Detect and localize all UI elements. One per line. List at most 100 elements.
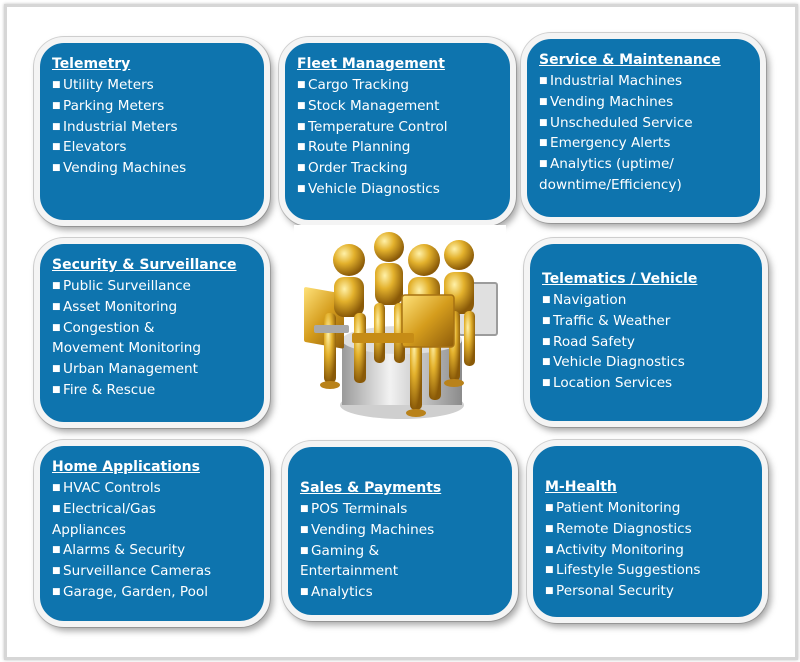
bullet-icon: ■: [52, 80, 61, 90]
list-item: ■Vending Machines: [52, 158, 256, 179]
bullet-icon: ■: [52, 121, 61, 132]
card-list: ■Patient Monitoring ■Remote Diagnostics …: [545, 498, 754, 602]
bullet-icon: ■: [52, 586, 61, 597]
card-security-surveillance: Security & Surveillance ■Public Surveill…: [34, 238, 270, 428]
list-item: ■Urban Management: [52, 359, 256, 380]
list-item: ■POS Terminals: [300, 499, 504, 520]
list-item: ■Cargo Tracking: [297, 75, 502, 96]
bullet-icon: ■: [52, 483, 61, 493]
gold-people-with-laptops-icon: [304, 232, 498, 419]
bullet-icon: ■: [297, 80, 306, 90]
list-item: ■Vehicle Diagnostics: [542, 352, 754, 373]
bullet-icon: ■: [297, 100, 306, 111]
bullet-icon: ■: [545, 565, 554, 576]
bullet-icon: ■: [297, 183, 306, 194]
bullet-icon: ■: [539, 138, 548, 149]
list-item: ■Industrial Meters: [52, 117, 256, 138]
list-item: ■Activity Monitoring: [545, 540, 754, 561]
bullet-icon: ■: [52, 301, 61, 312]
card-list: ■Cargo Tracking ■Stock Management ■Tempe…: [297, 75, 502, 200]
list-item: ■Gaming &Entertainment: [300, 541, 504, 583]
bullet-icon: ■: [300, 504, 309, 514]
list-item: ■Order Tracking: [297, 158, 502, 179]
list-item: ■Patient Monitoring: [545, 498, 754, 519]
card-title: Telematics / Vehicle: [542, 271, 698, 287]
bullet-icon: ■: [539, 159, 548, 170]
card-list: ■Navigation ■Traffic & Weather ■Road Saf…: [542, 290, 754, 394]
list-item: ■Unscheduled Service: [539, 113, 752, 134]
list-item-continuation: Entertainment: [300, 563, 399, 580]
card-telemetry: Telemetry ■Utility Meters ■Parking Meter…: [34, 37, 270, 226]
card-home-applications: Home Applications ■HVAC Controls ■Electr…: [34, 440, 270, 627]
bullet-icon: ■: [52, 545, 61, 556]
list-item: ■Emergency Alerts: [539, 133, 752, 154]
list-item: ■Alarms & Security: [52, 540, 256, 561]
card-title: M-Health: [545, 479, 617, 495]
card-m-health: M-Health ■Patient Monitoring ■Remote Dia…: [527, 440, 768, 623]
bullet-icon: ■: [542, 378, 551, 389]
bullet-icon: ■: [545, 503, 554, 513]
list-item: ■Congestion &Movement Monitoring: [52, 318, 256, 360]
list-item: ■Surveillance Cameras: [52, 561, 256, 582]
bullet-icon: ■: [52, 384, 61, 395]
bullet-icon: ■: [545, 523, 554, 534]
bullet-icon: ■: [52, 322, 61, 333]
list-item: ■Garage, Garden, Pool: [52, 582, 256, 603]
list-item-continuation: Movement Monitoring: [52, 340, 202, 357]
list-item: ■Vending Machines: [539, 92, 752, 113]
card-fleet-management: Fleet Management ■Cargo Tracking ■Stock …: [279, 37, 516, 226]
bullet-icon: ■: [542, 295, 551, 305]
list-item: ■HVAC Controls: [52, 478, 256, 499]
bullet-icon: ■: [300, 545, 309, 556]
list-item: ■Personal Security: [545, 581, 754, 602]
bullet-icon: ■: [542, 315, 551, 326]
list-item: ■Vehicle Diagnostics: [297, 179, 502, 200]
card-title: Service & Maintenance: [539, 52, 721, 68]
list-item: ■Route Planning: [297, 137, 502, 158]
list-item-continuation: downtime/Efficiency): [539, 176, 682, 193]
list-item: ■Location Services: [542, 373, 754, 394]
list-item: ■Navigation: [542, 290, 754, 311]
list-item: ■Asset Monitoring: [52, 297, 256, 318]
list-item: ■Stock Management: [297, 96, 502, 117]
card-telematics-vehicle: Telematics / Vehicle ■Navigation ■Traffi…: [524, 238, 768, 427]
bullet-icon: ■: [300, 587, 309, 598]
bullet-icon: ■: [52, 142, 61, 153]
bullet-icon: ■: [52, 281, 61, 291]
card-title: Security & Surveillance: [52, 257, 237, 273]
list-item: ■Traffic & Weather: [542, 311, 754, 332]
card-sales-payments: Sales & Payments ■POS Terminals ■Vending…: [282, 441, 518, 621]
list-item: ■Remote Diagnostics: [545, 519, 754, 540]
bullet-icon: ■: [297, 163, 306, 174]
list-item: ■Fire & Rescue: [52, 380, 256, 401]
list-item: ■Analytics (uptime/downtime/Efficiency): [539, 154, 752, 196]
card-title: Fleet Management: [297, 56, 445, 72]
list-item: ■Vending Machines: [300, 520, 504, 541]
card-list: ■Industrial Machines ■Vending Machines ■…: [539, 71, 752, 196]
bullet-icon: ■: [539, 96, 548, 107]
bullet-icon: ■: [542, 336, 551, 347]
bullet-icon: ■: [300, 524, 309, 535]
list-item: ■Analytics: [300, 582, 504, 603]
list-item: ■Lifestyle Suggestions: [545, 560, 754, 581]
bullet-icon: ■: [297, 121, 306, 132]
card-list: ■POS Terminals ■Vending Machines ■Gaming…: [300, 499, 504, 603]
card-title: Telemetry: [52, 56, 131, 72]
list-item: ■Public Surveillance: [52, 276, 256, 297]
bullet-icon: ■: [52, 503, 61, 514]
list-item: ■Temperature Control: [297, 117, 502, 138]
list-item: ■Utility Meters: [52, 75, 256, 96]
bullet-icon: ■: [297, 142, 306, 153]
bullet-icon: ■: [52, 364, 61, 375]
illustration: [294, 225, 506, 430]
list-item: ■Road Safety: [542, 332, 754, 353]
card-service-maintenance: Service & Maintenance ■Industrial Machin…: [521, 33, 766, 223]
bullet-icon: ■: [542, 357, 551, 368]
bullet-icon: ■: [539, 76, 548, 86]
card-list: ■Utility Meters ■Parking Meters ■Industr…: [52, 75, 256, 179]
bullet-icon: ■: [545, 586, 554, 597]
bullet-icon: ■: [545, 544, 554, 555]
bullet-icon: ■: [52, 100, 61, 111]
list-item: ■Parking Meters: [52, 96, 256, 117]
